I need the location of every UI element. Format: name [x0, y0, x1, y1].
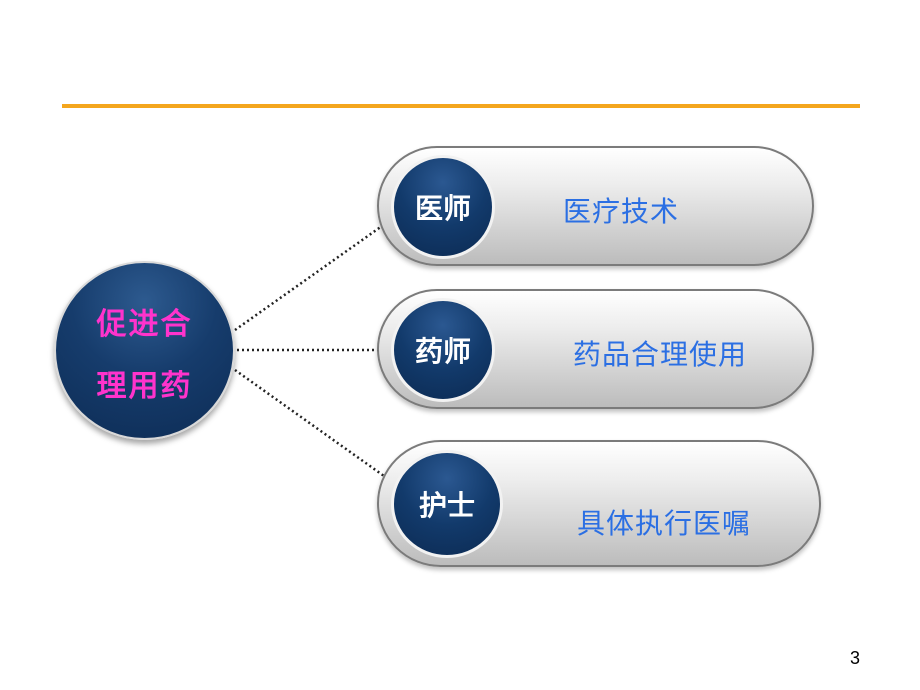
page-number: 3	[850, 648, 861, 668]
role-badge-nurse: 护士	[391, 450, 503, 558]
role-desc-nurse: 具体执行医嘱	[577, 507, 752, 540]
connector-bottom	[234, 368, 385, 478]
hub-label-line1: 促进合	[96, 307, 193, 342]
role-badge-pharmacist: 药师	[391, 298, 495, 402]
role-badge-doctor: 医师	[391, 155, 495, 259]
hub-label-line2: 理用药	[96, 369, 193, 404]
role-pill-pharmacist: 药师 药品合理使用	[377, 289, 814, 409]
role-desc-pharmacist: 药品合理使用	[573, 338, 748, 371]
role-desc-doctor: 医疗技术	[563, 195, 680, 228]
role-pill-nurse: 护士 具体执行医嘱	[377, 440, 821, 567]
title-rule	[62, 104, 860, 108]
connector-top	[234, 224, 383, 332]
hub-circle: 促进合 理用药	[54, 261, 235, 440]
role-pill-doctor: 医师 医疗技术	[377, 146, 814, 266]
